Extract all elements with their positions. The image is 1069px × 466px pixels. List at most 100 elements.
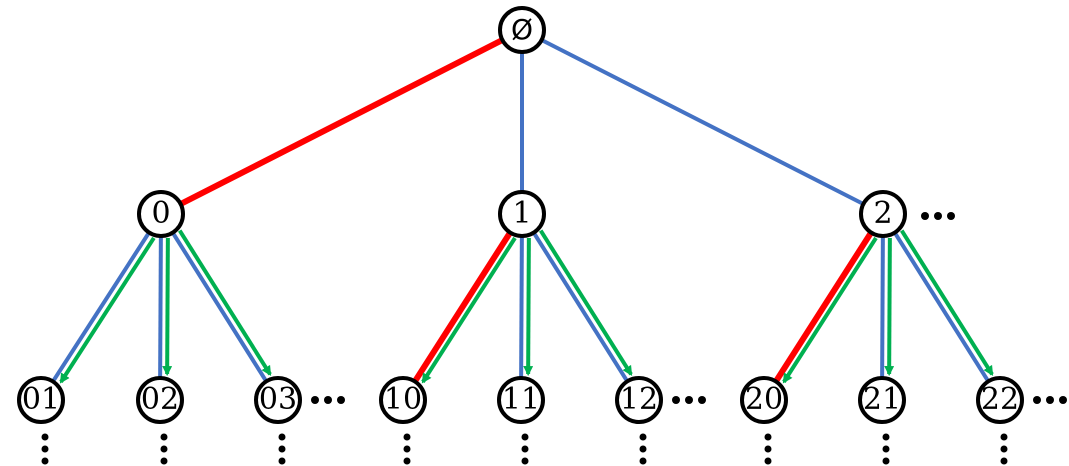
node-20: 20 — [740, 376, 788, 424]
ellipsis-dot — [160, 433, 168, 441]
ellipsis-dot — [160, 445, 168, 453]
node-circle — [17, 376, 65, 424]
ellipsis-dot — [278, 457, 286, 465]
node-label: 02 — [141, 382, 179, 417]
ellipsis-dot — [41, 433, 49, 441]
node-circle — [497, 376, 545, 424]
ellipsis-dot — [639, 445, 647, 453]
node-label: 11 — [502, 382, 540, 417]
ellipsis-dot — [41, 445, 49, 453]
edge-n2-n21 — [880, 213, 885, 401]
ellipsis-dot — [639, 433, 647, 441]
node-circle — [379, 376, 427, 424]
node-circle — [615, 376, 663, 424]
edge-n2-n20 — [761, 212, 886, 402]
vertical-ellipsis-10 — [403, 433, 411, 465]
ellipsis-layer — [311, 212, 1067, 404]
arrow-n1-n12 — [539, 229, 633, 376]
ellipsis-dot — [41, 457, 49, 465]
vertical-ellipsis-22 — [1000, 433, 1008, 465]
ellipsis-dot — [278, 433, 286, 441]
node-label: 1 — [512, 196, 531, 231]
ellipsis-dot — [639, 457, 647, 465]
vertical-ellipsis-21 — [882, 433, 890, 465]
ellipsis-dot — [521, 433, 529, 441]
arrow-n2-n20 — [782, 236, 878, 384]
arrow-n0-n03 — [178, 229, 272, 376]
ellipsis-dot — [278, 445, 286, 453]
node-11: 11 — [497, 376, 545, 424]
ellipsis-dot — [1000, 457, 1008, 465]
node-circle — [740, 376, 788, 424]
ellipsis-after-22 — [1033, 396, 1067, 404]
vertical-ellipsis-11 — [521, 433, 529, 465]
ellipsis-level1-right — [921, 212, 955, 220]
node-0: 0 — [137, 190, 185, 238]
node-03: 03 — [254, 376, 302, 424]
vertical-ellipsis-12 — [639, 433, 647, 465]
node-circle — [498, 6, 546, 54]
ellipsis-dot — [1000, 445, 1008, 453]
node-02: 02 — [136, 376, 184, 424]
node-21: 21 — [858, 376, 906, 424]
arrow-n0-n02 — [162, 238, 173, 377]
edge-n0-n02 — [158, 213, 163, 401]
ellipsis-dot — [403, 445, 411, 453]
vertical-ellipsis-02 — [160, 433, 168, 465]
arrow-n0-n01 — [59, 236, 156, 384]
arrow-n1-n10 — [421, 236, 517, 384]
ellipsis-dot — [1000, 433, 1008, 441]
node-circle — [137, 190, 185, 238]
node-circle — [498, 190, 546, 238]
node-10: 10 — [379, 376, 427, 424]
edges-layer — [39, 27, 1002, 402]
node-01: 01 — [17, 376, 65, 424]
edge-n1-n10 — [400, 212, 525, 402]
node-root: Ø — [498, 6, 546, 54]
node-circle — [254, 376, 302, 424]
edge-root-n2 — [521, 28, 884, 216]
ellipsis-after-03 — [311, 396, 345, 404]
ellipsis-dot — [764, 445, 772, 453]
node-22: 22 — [976, 376, 1024, 424]
node-1: 1 — [498, 190, 546, 238]
node-label: 01 — [22, 382, 60, 417]
ellipsis-dot — [882, 445, 890, 453]
edge-n1-n11 — [519, 213, 524, 401]
node-label: 12 — [620, 382, 658, 417]
node-label: 22 — [981, 382, 1019, 417]
arrow-n1-n11 — [523, 238, 534, 377]
ellipsis-dot — [882, 433, 890, 441]
ellipsis-dot — [764, 457, 772, 465]
edge-n2-n22 — [881, 212, 1002, 402]
ellipsis-dot — [521, 457, 529, 465]
ellipsis-dot — [521, 445, 529, 453]
node-label: 2 — [873, 196, 892, 231]
arrows-layer — [59, 229, 994, 384]
ellipsis-dot — [882, 457, 890, 465]
node-circle — [976, 376, 1024, 424]
arrow-n2-n21 — [884, 238, 895, 377]
vertical-ellipsis-layer — [41, 433, 1008, 465]
node-circle — [858, 376, 906, 424]
node-2: 2 — [859, 190, 907, 238]
vertical-ellipsis-03 — [278, 433, 286, 465]
node-circle — [136, 376, 184, 424]
node-label: 21 — [863, 382, 901, 417]
edge-root-n0 — [159, 27, 524, 217]
vertical-ellipsis-01 — [41, 433, 49, 465]
ellipsis-after-12 — [672, 396, 706, 404]
edge-n0-n03 — [159, 212, 280, 402]
node-label: 0 — [151, 196, 170, 231]
ellipsis-dot — [160, 457, 168, 465]
vertical-ellipsis-20 — [764, 433, 772, 465]
edge-n1-n12 — [520, 212, 641, 402]
edge-n0-n01 — [39, 212, 163, 402]
ellipsis-dot — [403, 457, 411, 465]
node-circle — [859, 190, 907, 238]
node-label: 10 — [384, 382, 422, 417]
node-label: Ø — [511, 13, 533, 46]
node-12: 12 — [615, 376, 663, 424]
